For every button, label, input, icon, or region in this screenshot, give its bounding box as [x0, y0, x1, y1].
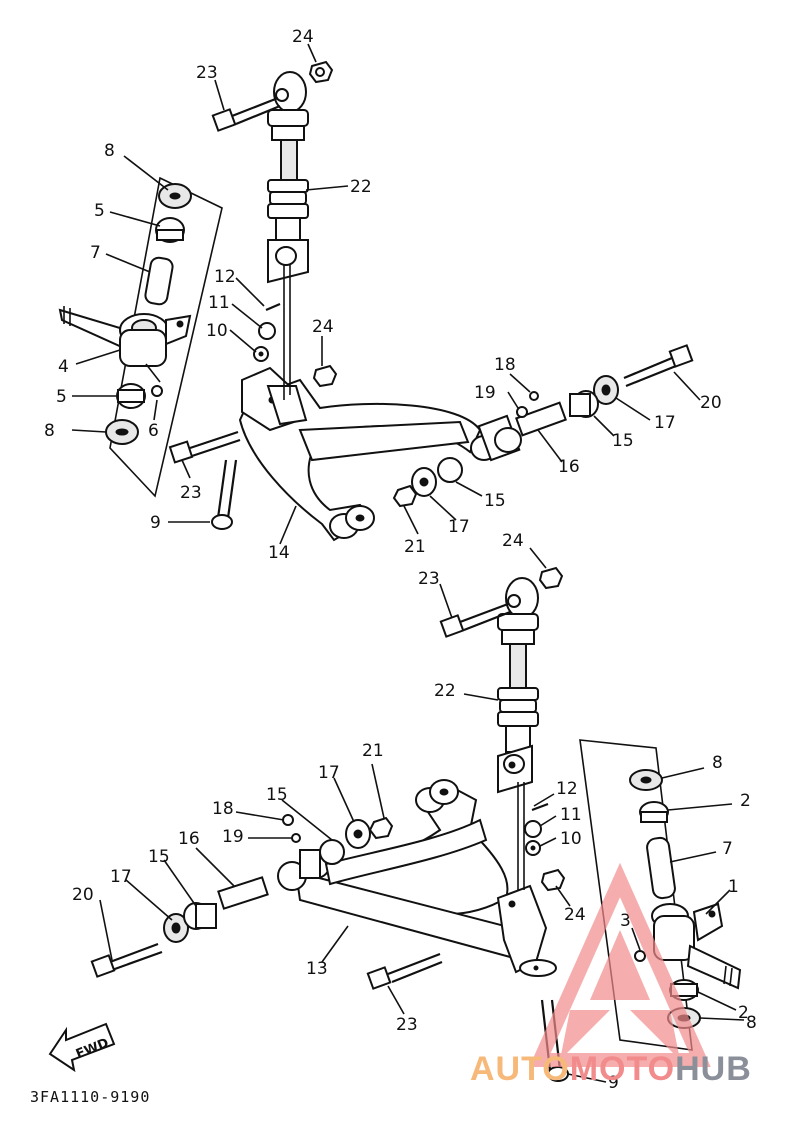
callout-upper-8b: 8 — [44, 421, 55, 441]
callout-upper-11: 11 — [208, 293, 230, 313]
callout-upper-19: 19 — [474, 383, 496, 403]
lower-shock-bolt — [439, 602, 511, 638]
lower-knuckle-group — [579, 739, 742, 1051]
callout-upper-18: 18 — [494, 355, 516, 375]
callout-lower-9: 9 — [608, 1073, 619, 1093]
callout-lower-8a: 8 — [712, 753, 723, 773]
callout-upper-17b: 17 — [654, 413, 676, 433]
callout-lower-20: 20 — [72, 885, 94, 905]
upper-knuckle-group — [58, 176, 223, 498]
upper-shock-absorber — [267, 71, 309, 284]
lower-pin-nut-washer — [517, 782, 549, 890]
callout-lower-7: 7 — [722, 839, 733, 859]
upper-assembly: 24 23 22 8 5 7 12 11 10 24 4 5 6 8 23 9 … — [44, 27, 722, 563]
upper-shock-bolt — [211, 96, 281, 132]
callout-lower-17b: 17 — [110, 867, 132, 887]
callout-lower-17a: 17 — [318, 763, 340, 783]
callout-lower-13: 13 — [306, 959, 328, 979]
callout-lower-23b: 23 — [396, 1015, 418, 1035]
lower-leader-lines — [99, 547, 745, 1083]
callout-lower-11: 11 — [560, 805, 582, 825]
lower-bushing-set — [90, 814, 394, 978]
callout-lower-23a: 23 — [418, 569, 440, 589]
watermark-part-hub: HUB — [675, 1050, 752, 1088]
upper-leader-lines — [71, 43, 701, 545]
upper-arm-pivot-bolt — [211, 459, 238, 530]
catalog-code: 3FA1110-9190 — [30, 1088, 151, 1106]
upper-a-arm — [238, 366, 522, 542]
callout-lower-15b: 15 — [148, 847, 170, 867]
watermark-part-auto: AUTO — [470, 1050, 570, 1088]
callout-lower-10: 10 — [560, 829, 582, 849]
callout-upper-14: 14 — [268, 543, 290, 563]
callout-upper-7: 7 — [90, 243, 101, 263]
callout-upper-24a: 24 — [292, 27, 314, 47]
upper-callouts: 24 23 22 8 5 7 12 11 10 24 4 5 6 8 23 9 … — [44, 27, 722, 563]
callout-lower-16: 16 — [178, 829, 200, 849]
callout-upper-20: 20 — [700, 393, 722, 413]
callout-lower-21: 21 — [362, 741, 384, 761]
callout-lower-2b: 2 — [738, 1003, 749, 1023]
callout-lower-15a: 15 — [266, 785, 288, 805]
fwd-arrow: FWD — [48, 1022, 116, 1073]
callout-lower-3: 3 — [620, 911, 631, 931]
callout-upper-8a: 8 — [104, 141, 115, 161]
callout-lower-1: 1 — [728, 877, 739, 897]
callout-upper-16: 16 — [558, 457, 580, 477]
lower-shock-nut — [538, 566, 564, 590]
lower-arm-bolt — [366, 952, 443, 990]
lower-arm-nut — [540, 868, 566, 892]
callout-lower-2a: 2 — [740, 791, 751, 811]
callout-upper-23b: 23 — [180, 483, 202, 503]
callout-lower-12: 12 — [556, 779, 578, 799]
callout-upper-15b: 15 — [612, 431, 634, 451]
callout-upper-17a: 17 — [448, 517, 470, 537]
callout-upper-22: 22 — [350, 177, 372, 197]
callout-upper-15a: 15 — [484, 491, 506, 511]
callout-upper-12: 12 — [214, 267, 236, 287]
lower-assembly: 24 23 22 8 2 7 1 21 17 15 18 19 16 15 17… — [72, 531, 757, 1093]
callout-lower-19: 19 — [222, 827, 244, 847]
upper-arm-bolt — [168, 430, 241, 464]
lower-shock-absorber — [497, 577, 539, 794]
callout-lower-22: 22 — [434, 681, 456, 701]
callout-upper-5b: 5 — [56, 387, 67, 407]
callout-upper-9: 9 — [150, 513, 161, 533]
callout-upper-24b: 24 — [312, 317, 334, 337]
lower-callouts: 24 23 22 8 2 7 1 21 17 15 18 19 16 15 17… — [72, 531, 757, 1093]
callout-upper-10: 10 — [206, 321, 228, 341]
upper-shock-nut — [308, 60, 334, 84]
upper-arm-nut — [312, 364, 338, 388]
watermark-part-moto: MOTO — [569, 1050, 676, 1088]
upper-bushing-set — [392, 344, 694, 508]
watermark-text: AUTOMOTOHUB — [470, 1050, 752, 1089]
callout-upper-5a: 5 — [94, 201, 105, 221]
callout-upper-21: 21 — [404, 537, 426, 557]
watermark-logo-triangle — [529, 862, 711, 1067]
callout-lower-24b: 24 — [564, 905, 586, 925]
callout-upper-6: 6 — [148, 421, 159, 441]
upper-pin-nut-washer — [253, 265, 291, 400]
callout-upper-4: 4 — [58, 357, 69, 377]
callout-lower-8b: 8 — [746, 1013, 757, 1033]
lower-a-arm — [277, 779, 557, 977]
callout-lower-24a: 24 — [502, 531, 524, 551]
callout-lower-18: 18 — [212, 799, 234, 819]
callout-upper-23a: 23 — [196, 63, 218, 83]
